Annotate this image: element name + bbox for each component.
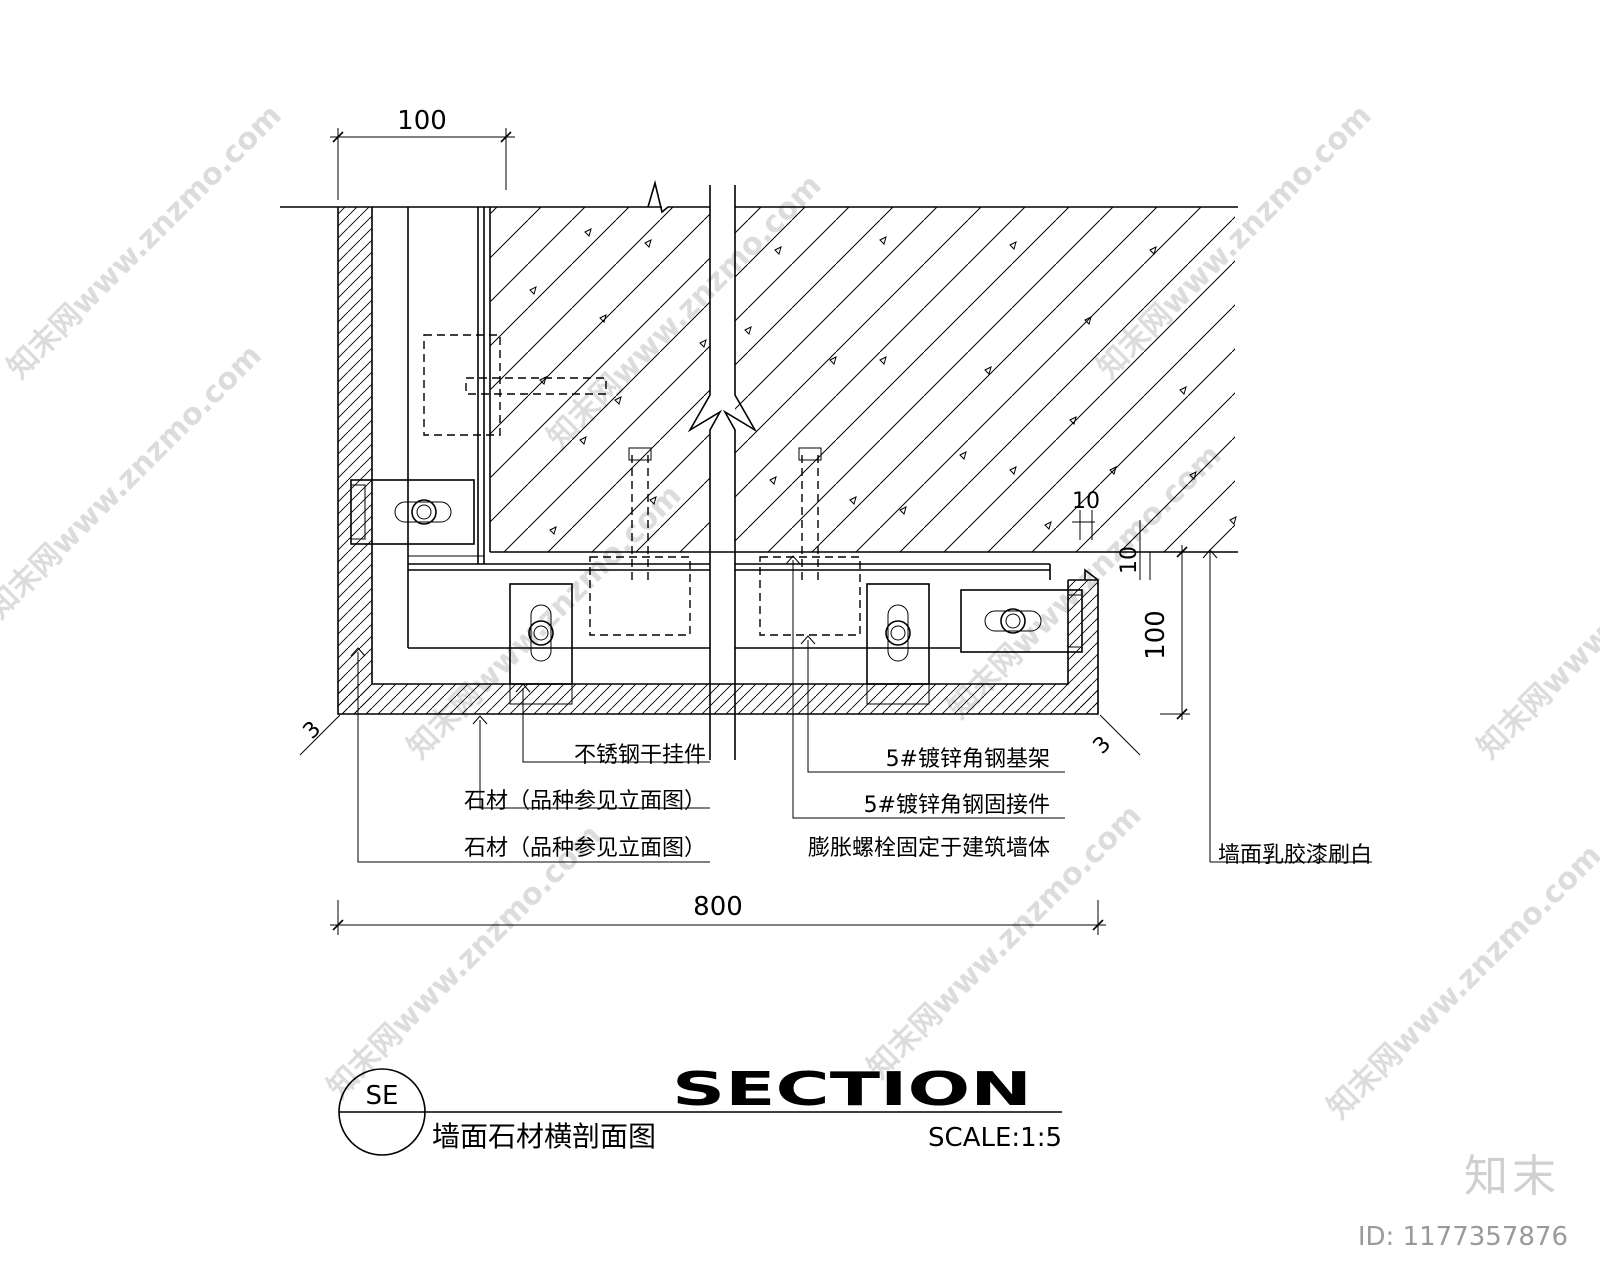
dimension-right-large: 100 — [1141, 610, 1171, 660]
concrete-wall — [489, 185, 1238, 760]
anchor-connectors — [423, 334, 861, 636]
section-title: SECTION — [672, 1062, 1032, 1116]
dimension-gap-right: 3 — [1089, 714, 1141, 760]
dimension-right-small-a: 10 — [1072, 489, 1100, 514]
section-subtitle: 墙面石材横剖面图 — [432, 1120, 656, 1153]
title-block: SE SECTION 墙面石材横剖面图 SCALE:1:5 — [338, 1062, 1062, 1156]
label-clip: 不锈钢干挂件 — [574, 743, 706, 768]
document-id: ID: 1177357876 — [1357, 1222, 1568, 1252]
svg-text:3: 3 — [299, 717, 327, 745]
label-wall-paint: 墙面乳胶漆刷白 — [1218, 843, 1372, 868]
dimension-top: 100 — [330, 106, 515, 200]
stone-clip-left — [350, 479, 475, 545]
svg-text:3: 3 — [1089, 732, 1117, 760]
brand-watermark: 知末 — [1464, 1151, 1560, 1202]
watermark-text: 知末网www.znzmo.com — [321, 818, 609, 1106]
watermark-text: 知末网www.znzmo.com — [1321, 838, 1600, 1126]
label-stone-2: 石材（品种参见立面图） — [464, 836, 706, 861]
label-angle-frame: 5#镀锌角钢基架 — [886, 747, 1050, 772]
stone-clip-right — [960, 589, 1083, 653]
dimension-bottom: 800 — [330, 892, 1106, 935]
dimension-top-value: 100 — [397, 106, 447, 136]
watermark-text: 知末网www.znzmo.com — [1471, 478, 1600, 766]
steel-frame — [407, 207, 1051, 649]
dimension-bottom-value: 800 — [693, 892, 743, 922]
stone-clip-center-left — [509, 583, 573, 705]
dimension-right-small-b: 10 — [1117, 546, 1142, 574]
dimension-right: 100 10 10 — [1072, 489, 1190, 720]
dimension-gap-left: 3 — [299, 714, 341, 756]
section-tag: SE — [366, 1081, 399, 1111]
leader-lines — [350, 549, 1372, 863]
label-stone-1: 石材（品种参见立面图） — [464, 789, 706, 814]
stone-cladding — [337, 207, 1099, 715]
label-expansion-bolt: 膨胀螺栓固定于建筑墙体 — [808, 836, 1050, 861]
section-scale: SCALE:1:5 — [928, 1123, 1062, 1153]
label-angle-connector: 5#镀锌角钢固接件 — [864, 793, 1050, 818]
stone-clip-center-right — [866, 583, 930, 705]
watermark-text: 知末网www.znzmo.com — [0, 338, 269, 626]
